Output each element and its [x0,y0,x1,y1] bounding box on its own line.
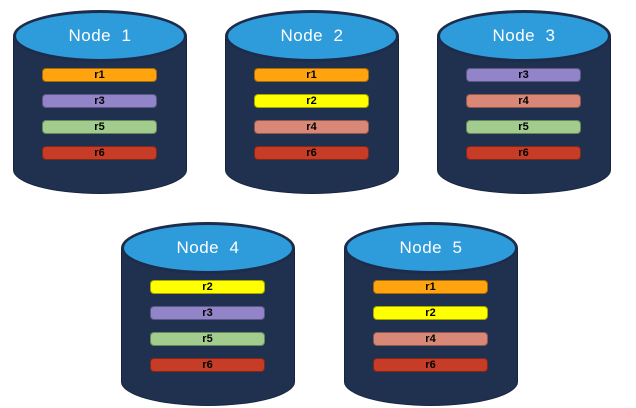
node-title: Node 5 [399,238,463,257]
replica-bar-r1: r1 [373,280,488,294]
database-node-5: Node 5 r1 r2 r4 r6 [344,222,518,406]
replica-label: r4 [518,94,529,107]
node-cylinder-body [437,36,611,194]
replica-label: r3 [202,306,213,319]
replica-label: r1 [94,68,105,81]
node-cylinder-top-ellipse: Node 3 [437,10,611,62]
replica-bar-r5: r5 [42,120,157,134]
replica-bar-r3: r3 [466,68,581,82]
replica-bar-r2: r2 [150,280,265,294]
replica-bar-r6: r6 [42,146,157,160]
database-node-3: Node 3 r3 r4 r5 r6 [437,10,611,194]
database-node-2: Node 2 r1 r2 r4 r6 [225,10,399,194]
node-cylinder-top-ellipse: Node 4 [121,222,295,274]
node-title: Node 4 [176,238,240,257]
node-cylinder-body [344,248,518,406]
node-cylinder-top-ellipse: Node 5 [344,222,518,274]
replica-list: r1 r2 r4 r6 [373,280,488,372]
replica-bar-r6: r6 [466,146,581,160]
replica-label: r3 [94,94,105,107]
node-title: Node 3 [492,26,556,45]
node-cylinder-body [121,248,295,406]
replica-label: r2 [306,94,317,107]
replica-list: r1 r2 r4 r6 [254,68,369,160]
replica-label: r5 [518,120,529,133]
replica-bar-r5: r5 [150,332,265,346]
replica-bar-r3: r3 [150,306,265,320]
node-cylinder-body [225,36,399,194]
replica-label: r6 [306,146,317,159]
replica-list: r3 r4 r5 r6 [466,68,581,160]
replica-bar-r1: r1 [42,68,157,82]
replica-bar-r4: r4 [466,94,581,108]
replica-bar-r3: r3 [42,94,157,108]
replica-bar-r6: r6 [373,358,488,372]
node-cylinder-top-ellipse: Node 2 [225,10,399,62]
replica-bar-r2: r2 [254,94,369,108]
replica-label: r5 [94,120,105,133]
node-cylinder-top-ellipse: Node 1 [13,10,187,62]
replica-bar-r4: r4 [373,332,488,346]
replica-bar-r2: r2 [373,306,488,320]
replica-bar-r5: r5 [466,120,581,134]
node-cylinder-body [13,36,187,194]
replica-label: r4 [306,120,317,133]
replica-label: r6 [202,358,213,371]
replica-label: r3 [518,68,529,81]
database-node-1: Node 1 r1 r3 r5 r6 [13,10,187,194]
replica-label: r6 [518,146,529,159]
replica-label: r2 [425,306,436,319]
replica-bar-r4: r4 [254,120,369,134]
replica-bar-r6: r6 [150,358,265,372]
replica-bar-r1: r1 [254,68,369,82]
node-title: Node 1 [68,26,132,45]
replica-list: r2 r3 r5 r6 [150,280,265,372]
replica-list: r1 r3 r5 r6 [42,68,157,160]
replica-label: r6 [425,358,436,371]
replica-label: r1 [425,280,436,293]
replica-label: r1 [306,68,317,81]
database-node-4: Node 4 r2 r3 r5 r6 [121,222,295,406]
replica-label: r5 [202,332,213,345]
node-title: Node 2 [280,26,344,45]
replica-bar-r6: r6 [254,146,369,160]
replica-label: r4 [425,332,436,345]
replica-label: r6 [94,146,105,159]
replica-label: r2 [202,280,213,293]
